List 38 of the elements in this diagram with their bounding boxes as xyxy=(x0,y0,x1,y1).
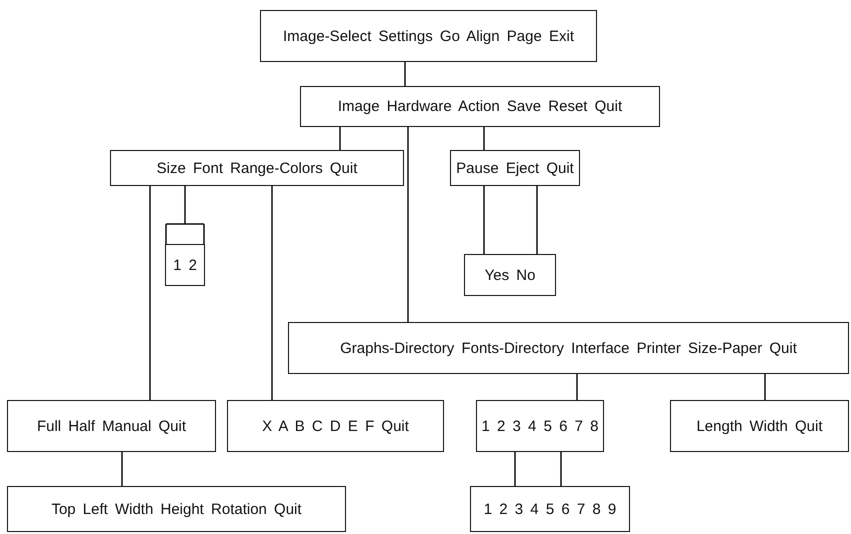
connector-line xyxy=(149,186,151,400)
menu-options: Graphs-Directory Fonts-Directory Interface Printer Size-Paper Quit xyxy=(340,340,797,356)
connector-line xyxy=(764,374,766,400)
connector-line xyxy=(514,451,562,487)
menu-box xyxy=(165,244,205,286)
menu-box xyxy=(110,150,404,186)
connector-line xyxy=(407,127,409,322)
menu-box xyxy=(476,400,604,452)
menu-box xyxy=(7,486,346,532)
connector-line xyxy=(121,452,123,486)
menu-options: 1 2 3 4 5 6 7 8 9 xyxy=(484,500,616,518)
menu-options: 1 2 3 4 5 6 7 8 xyxy=(482,418,598,434)
menu-options: 1 2 xyxy=(173,256,197,274)
connector-line xyxy=(271,186,273,400)
menu-options: Pause Eject Quit xyxy=(456,160,574,176)
menu-box xyxy=(288,322,849,374)
connector-line xyxy=(404,62,406,86)
menu-options: Full Half Manual Quit xyxy=(36,418,186,434)
connector-line xyxy=(339,127,341,150)
menu-options: Length Width Quit xyxy=(696,418,823,434)
menu-box xyxy=(450,150,580,186)
menu-box xyxy=(227,400,444,452)
menu-options: Top Left Width Height Rotation Quit xyxy=(51,500,302,518)
menu-box xyxy=(300,86,660,127)
connector-line xyxy=(483,127,485,150)
menu-options: Size Font Range-Colors Quit xyxy=(156,160,358,176)
menu-options: Image-Select Settings Go Align Page Exit xyxy=(283,28,574,44)
menu-options: X A B C D E F Quit xyxy=(262,418,409,434)
connector-line xyxy=(165,185,205,245)
menu-box xyxy=(260,10,597,62)
menu-box xyxy=(7,400,216,452)
menu-options: Yes No xyxy=(484,266,536,284)
menu-options: Image Hardware Action Save Reset Quit xyxy=(338,98,622,115)
menu-box xyxy=(464,254,556,296)
menu-box xyxy=(470,486,630,532)
connector-line xyxy=(576,374,578,400)
connector-line xyxy=(483,185,538,255)
menu-box xyxy=(670,400,849,452)
